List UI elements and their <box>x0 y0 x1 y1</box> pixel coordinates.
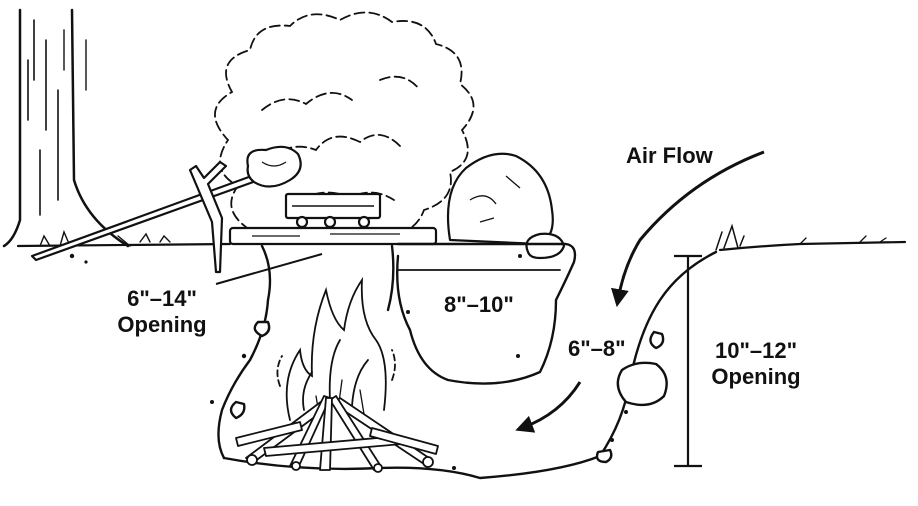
firewood-icon <box>235 395 439 473</box>
depth-word: Opening <box>711 364 801 389</box>
depth-size: 10"–12" <box>714 338 798 363</box>
air-flow-label: Air Flow <box>626 143 713 168</box>
roasting-stick-icon <box>30 160 272 274</box>
tree-icon <box>2 8 131 248</box>
smoke-icon <box>214 11 475 237</box>
depth-measure-line <box>674 254 702 468</box>
flame-icon <box>276 276 396 421</box>
cooking-log <box>228 226 438 246</box>
connecting-tunnel <box>222 250 718 480</box>
depth-opening-label: 10"–12" Opening <box>706 338 806 390</box>
tunnel-width-label: 6"–8" <box>568 336 626 361</box>
air-flow-arrow-bottom <box>515 381 582 433</box>
fire-pit-hole <box>210 244 395 460</box>
chamber-width-label: 8"–10" <box>444 292 514 317</box>
rock-icon <box>446 152 566 260</box>
fire-opening-leader-line <box>215 253 323 285</box>
air-flow-arrow-top <box>611 150 765 308</box>
fire-opening-word: Opening <box>117 312 207 337</box>
fire-opening-size: 6"–14" <box>127 286 197 311</box>
pot-icon <box>284 192 382 229</box>
air-chamber <box>396 242 577 385</box>
marshmallow-icon <box>246 145 302 188</box>
fire-opening-label: 6"–14" Opening <box>106 286 218 338</box>
ground-line <box>16 223 907 264</box>
